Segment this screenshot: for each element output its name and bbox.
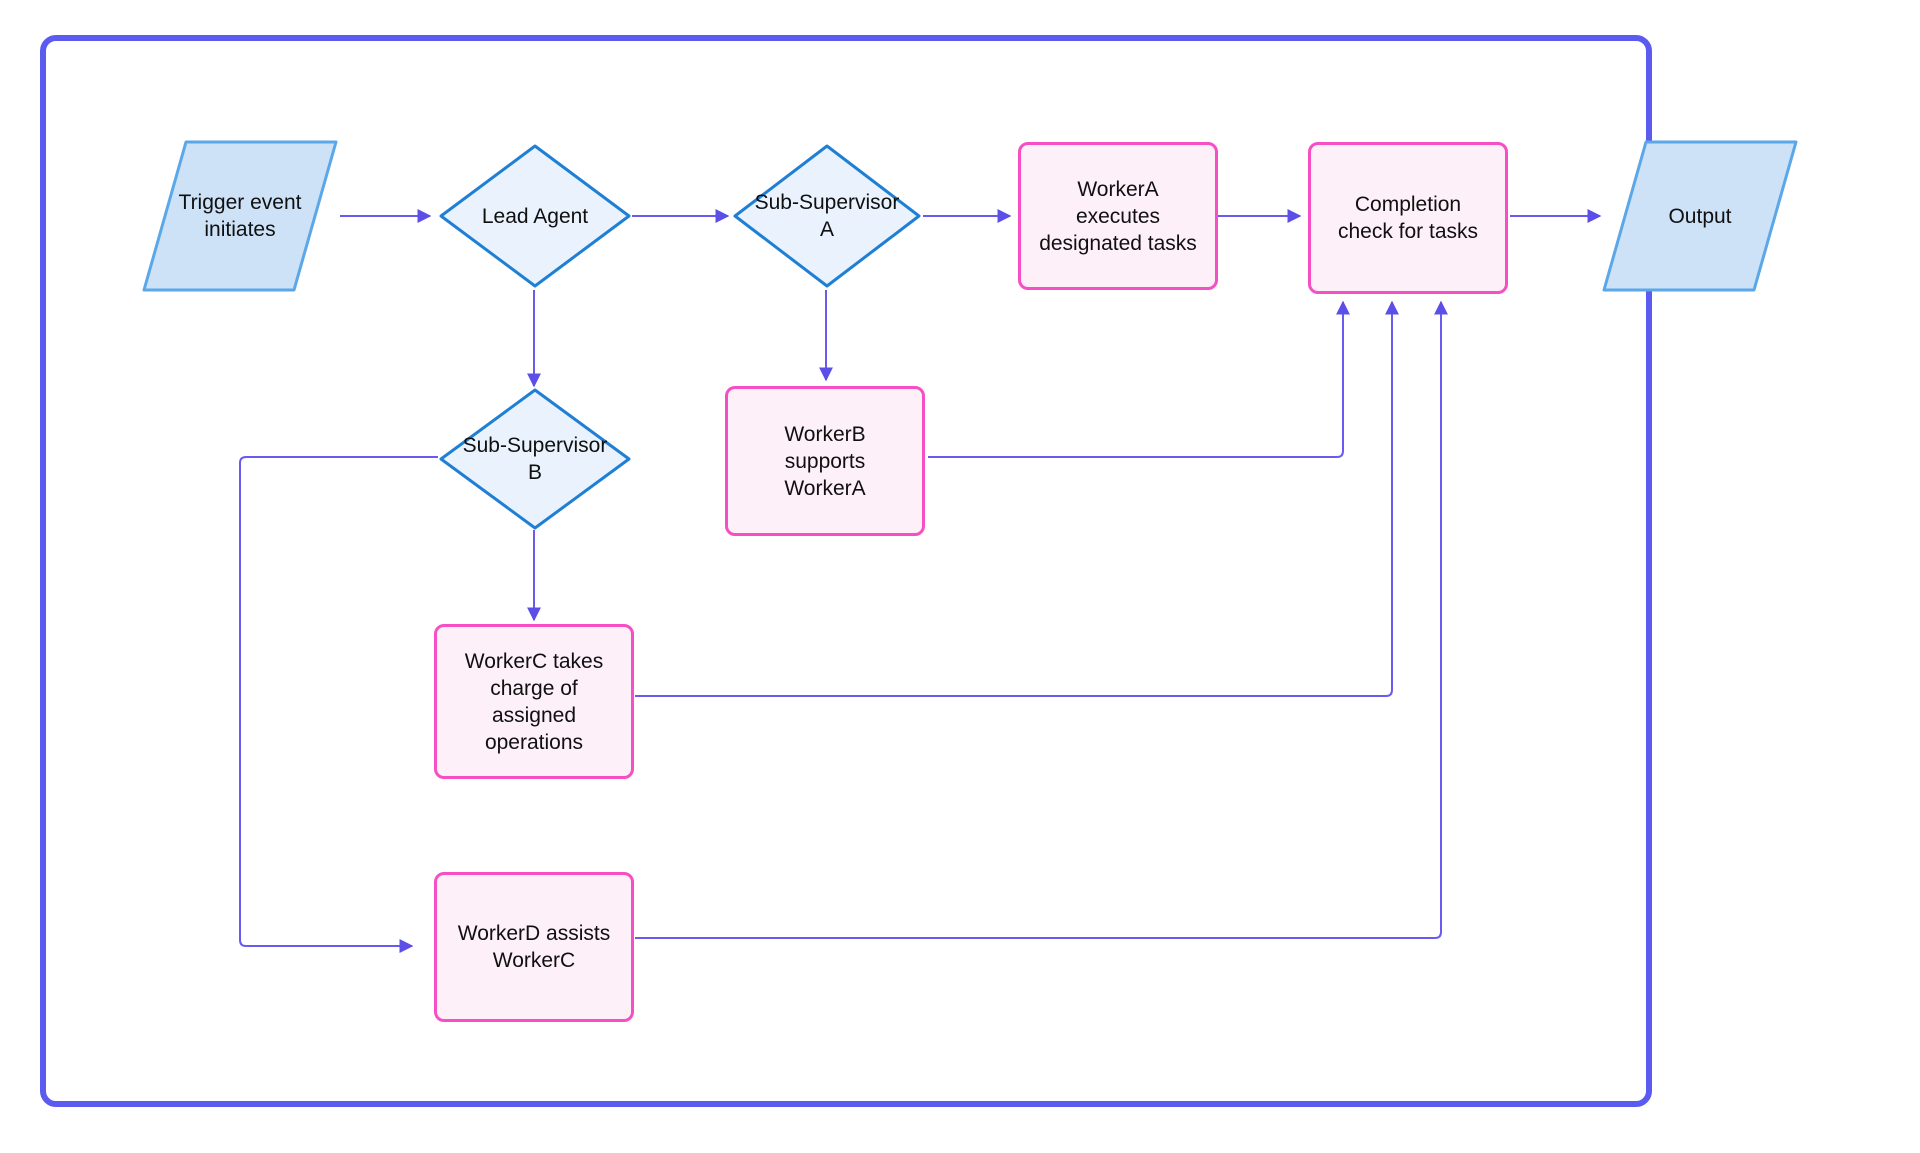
node-worker-c[interactable]: WorkerC takes charge of assigned operati… [434,624,634,779]
node-completion-check[interactable]: Completion check for tasks [1308,142,1508,294]
diagram-outer-frame [40,35,1652,1107]
node-subsupervisor-a[interactable]: Sub-Supervisor A [731,142,923,290]
node-output-label: Output [1668,204,1732,228]
node-subsupervisor-b[interactable]: Sub-Supervisor B [437,386,633,532]
parallelogram-shape [142,140,338,292]
node-worker-d[interactable]: WorkerD assists WorkerC [434,872,634,1022]
node-lead-agent-label: Lead Agent [481,204,589,228]
diamond-shape [439,144,631,288]
node-output[interactable]: Output [1600,138,1800,294]
node-lead-agent[interactable]: Lead Agent [437,142,633,290]
parallelogram-shape [1602,140,1798,292]
node-trigger[interactable]: Trigger event initiates [140,138,340,294]
diamond-shape [733,144,921,288]
node-worker-b[interactable]: WorkerB supports WorkerA [725,386,925,536]
node-subsupervisor-a-label: Sub-Supervisor A [754,191,900,241]
diamond-shape [439,388,631,530]
node-trigger-label: Trigger event initiates [178,191,302,241]
node-worker-a[interactable]: WorkerA executes designated tasks [1018,142,1218,290]
node-subsupervisor-b-label: Sub-Supervisor B [462,434,608,484]
